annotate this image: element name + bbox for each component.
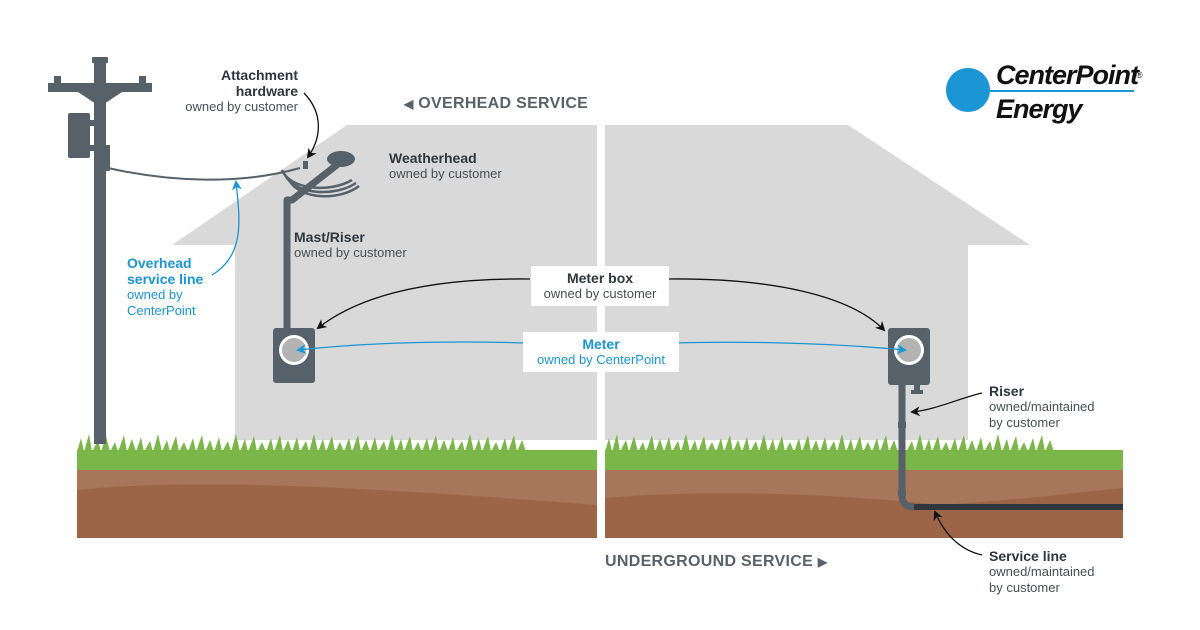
mast-riser <box>283 161 341 335</box>
meter-box-left <box>273 328 315 383</box>
arrow-overhead-line <box>211 180 242 276</box>
label-service-line: Service line owned/maintained by custome… <box>989 548 1095 595</box>
left-triangle-icon: ◀ <box>404 97 414 111</box>
label-attachment-hardware: Attachment hardware owned by customer <box>185 67 298 114</box>
label-weatherhead: Weatherhead owned by customer <box>389 150 502 181</box>
meter-box-right <box>888 328 930 394</box>
underground-service-heading: UNDERGROUND SERVICE ▶ <box>605 553 828 570</box>
arrow-service-line <box>933 510 983 556</box>
overhead-service-line <box>107 167 301 181</box>
label-riser: Riser owned/maintained by customer <box>989 383 1095 430</box>
logo-line <box>966 90 1134 92</box>
label-meter-box: Meter box owned by customer <box>531 266 669 306</box>
label-meter: Meter owned by CenterPoint <box>523 332 679 372</box>
centerpoint-energy-logo: CenterPoint ® Energy <box>946 60 1156 130</box>
ground-left <box>77 434 597 538</box>
label-mast-riser: Mast/Riser owned by customer <box>294 229 407 260</box>
arrow-meter-box-left <box>316 278 531 330</box>
right-triangle-icon: ▶ <box>817 555 828 569</box>
overhead-service-heading: ◀ OVERHEAD SERVICE <box>404 95 589 112</box>
logo-text-line1: CenterPoint <box>996 60 1139 90</box>
arrow-riser <box>910 392 983 417</box>
attachment-hardware-icon <box>303 161 308 169</box>
label-overhead-service-line: Overhead service line owned by CenterPoi… <box>127 255 204 318</box>
registered-mark: ® <box>1136 70 1143 80</box>
weatherhead-cap <box>327 151 355 167</box>
ground-right <box>605 434 1123 538</box>
arrow-attachment-hardware <box>303 92 319 159</box>
arrow-meter-box-right <box>668 278 886 332</box>
utility-pole-icon <box>48 57 152 444</box>
logo-text-line2: Energy <box>996 94 1083 124</box>
